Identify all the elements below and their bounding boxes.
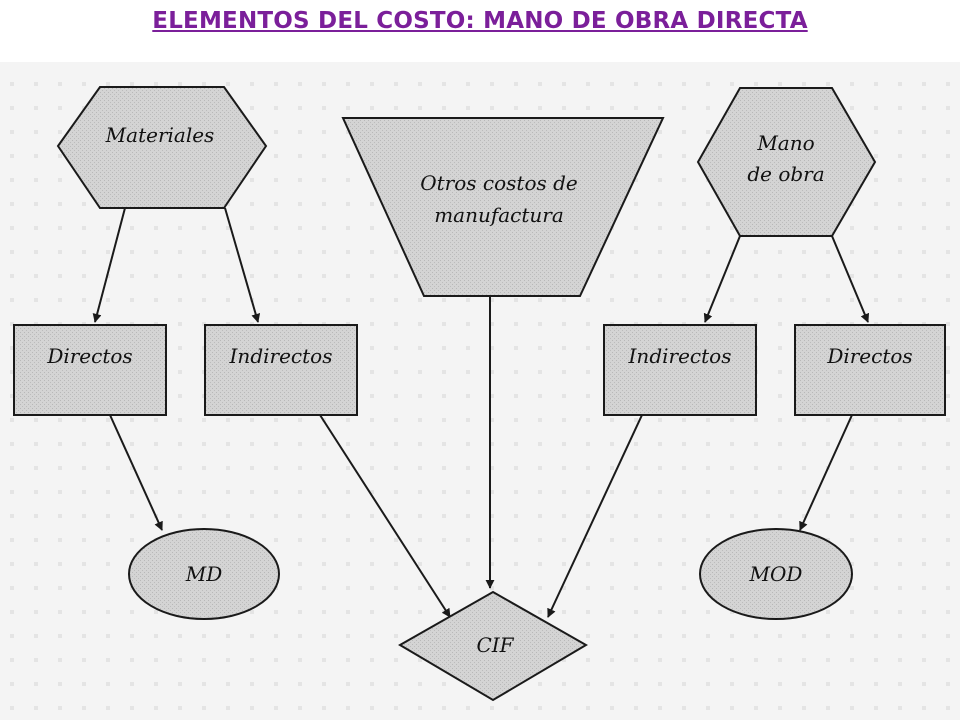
node-otros-costos-label-1: Otros costos de <box>420 171 578 195</box>
node-mano-obra-directos-label: Directos <box>826 344 912 368</box>
node-mano-de-obra: Mano de obra <box>696 87 877 237</box>
node-mod-shape <box>699 528 853 620</box>
arrow-mano-directos <box>831 235 870 323</box>
arrow-materiales-directos <box>92 207 126 323</box>
node-mano-obra-indirectos: Indirectos <box>603 324 757 416</box>
node-mano-de-obra-label-1: Mano <box>756 131 814 155</box>
node-otros-costos-shape <box>341 117 665 297</box>
node-cif-shape <box>398 590 588 702</box>
node-mod: MOD <box>699 528 853 620</box>
node-materiales-shape <box>56 86 268 209</box>
arrow-mo-indirectos-cif <box>547 414 643 618</box>
node-materiales-directos-shape <box>13 324 167 416</box>
node-materiales-directos-label: Directos <box>46 344 132 368</box>
node-mano-obra-indirectos-label: Indirectos <box>628 344 732 368</box>
node-mano-de-obra-shape <box>696 87 877 237</box>
node-md-shape <box>128 528 280 620</box>
node-mod-label: MOD <box>749 562 803 586</box>
node-cif: CIF <box>398 590 588 702</box>
node-cif-label: CIF <box>476 633 514 657</box>
arrow-directos-md <box>109 414 163 531</box>
node-materiales-directos: Directos <box>13 324 167 416</box>
arrow-materiales-indirectos <box>224 207 261 323</box>
arrow-directos-mod <box>799 414 853 531</box>
node-otros-costos: Otros costos de manufactura <box>341 117 665 297</box>
node-mano-obra-directos: Directos <box>794 324 946 416</box>
node-otros-costos-label-2: manufactura <box>434 203 564 227</box>
node-md: MD <box>128 528 280 620</box>
node-mano-de-obra-label-2: de obra <box>747 162 824 186</box>
node-md-label: MD <box>185 562 223 586</box>
node-mano-obra-indirectos-shape <box>603 324 757 416</box>
page-title: ELEMENTOS DEL COSTO: MANO DE OBRA DIRECT… <box>152 8 808 34</box>
node-materiales: Materiales <box>56 86 268 209</box>
node-materiales-indirectos-shape <box>204 324 358 416</box>
node-mano-obra-directos-shape <box>794 324 946 416</box>
node-materiales-indirectos-label: Indirectos <box>229 344 333 368</box>
arrow-mano-indirectos <box>703 235 741 323</box>
node-materiales-label: Materiales <box>105 123 215 147</box>
connectors <box>92 207 870 618</box>
node-materiales-indirectos: Indirectos <box>204 324 358 416</box>
cost-elements-diagram: Materiales Otros costos de manufactura M… <box>0 62 960 720</box>
arrow-indirectos-cif <box>319 414 451 618</box>
